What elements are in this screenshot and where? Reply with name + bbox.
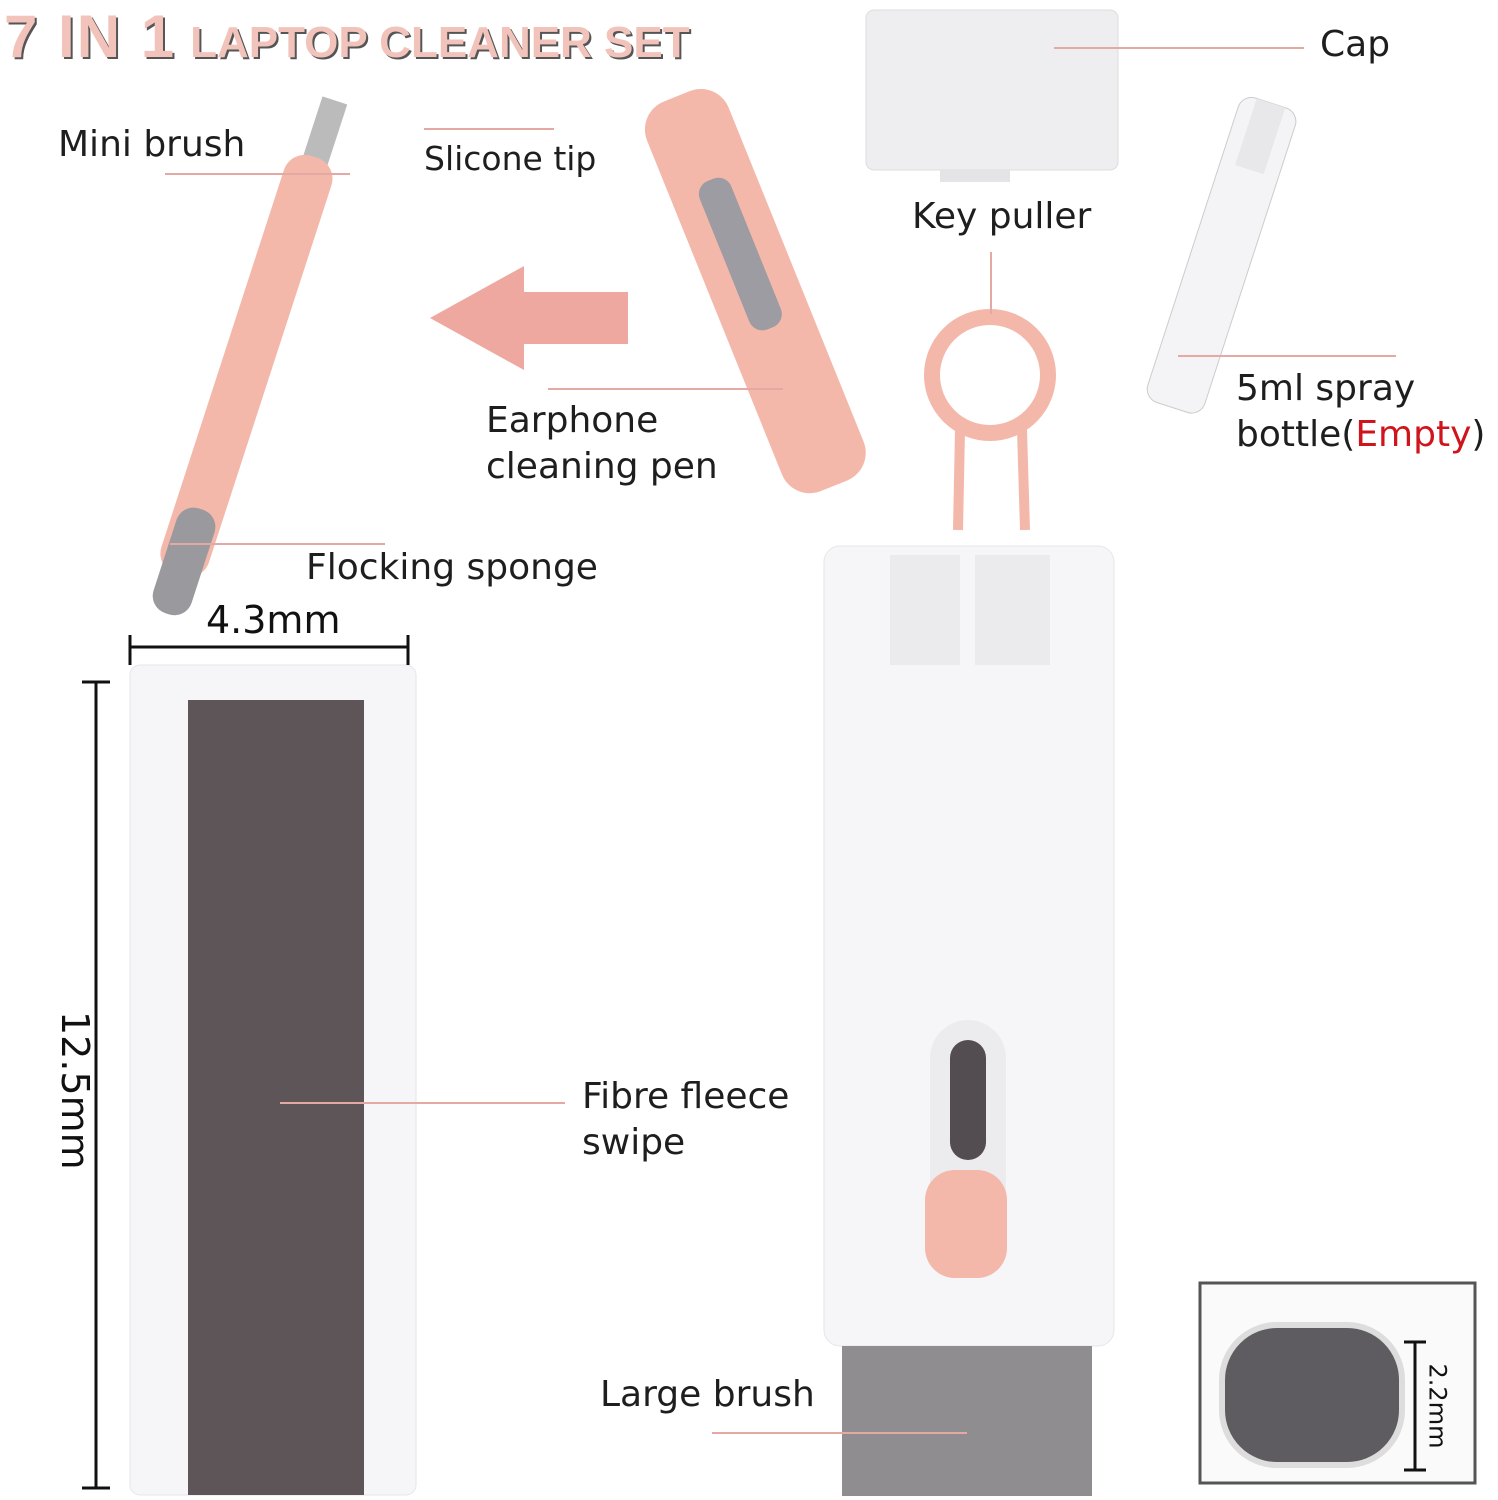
label-large-brush: Large brush [600, 1374, 815, 1415]
spray-bottle-image [1146, 96, 1297, 414]
fleece-body-image [129, 664, 417, 1496]
cap-leader [1054, 47, 1304, 49]
label-spray-line1: 5ml spray [1236, 368, 1416, 409]
label-silicone-tip: Slicone tip [424, 139, 597, 178]
key-puller-image [924, 309, 1056, 531]
main-body-image [823, 545, 1115, 1496]
label-earphone-line1: Earphone [486, 400, 659, 441]
title-part1: 7 IN 1 [4, 3, 177, 70]
label-fibre-line1: Fibre fleece [582, 1076, 790, 1117]
width-dimension-marker [128, 635, 410, 665]
inset-brush-closeup [1198, 1281, 1477, 1485]
height-dimension-marker [82, 680, 110, 1490]
product-title: 7 IN 1 LAPTOP CLEANER SET [4, 2, 690, 71]
spray-empty-text: Empty [1355, 414, 1472, 455]
earphone-leader [548, 388, 783, 390]
cap-image [865, 9, 1119, 171]
earphone-pen-image [644, 88, 866, 494]
silicone-tip-leader [424, 128, 554, 130]
label-cap: Cap [1320, 24, 1391, 65]
label-earphone-line2: cleaning pen [486, 446, 718, 487]
label-fibre-line2: swipe [582, 1122, 686, 1163]
spray-leader [1178, 355, 1396, 357]
mini-brush-leader [165, 173, 350, 175]
key-puller-leader [990, 252, 992, 314]
height-dimension-label: 12.5mm [53, 1011, 97, 1170]
spray-suffix: ) [1471, 414, 1486, 455]
label-flocking-sponge: Flocking sponge [306, 547, 598, 588]
spray-prefix: bottle( [1236, 414, 1356, 455]
flocking-sponge-leader [170, 543, 385, 545]
large-brush-leader [712, 1432, 967, 1434]
title-part2: LAPTOP CLEANER SET [190, 18, 690, 67]
label-mini-brush: Mini brush [58, 124, 246, 165]
label-key-puller: Key puller [912, 196, 1092, 237]
mini-brush-tool-image [152, 96, 348, 616]
label-spray-line2: bottle(Empty) [1236, 412, 1485, 458]
fibre-leader [280, 1102, 565, 1104]
arrow-image [430, 266, 628, 370]
width-dimension-label: 4.3mm [206, 598, 341, 642]
inset-dimension-label: 2.2mm [1423, 1363, 1452, 1449]
